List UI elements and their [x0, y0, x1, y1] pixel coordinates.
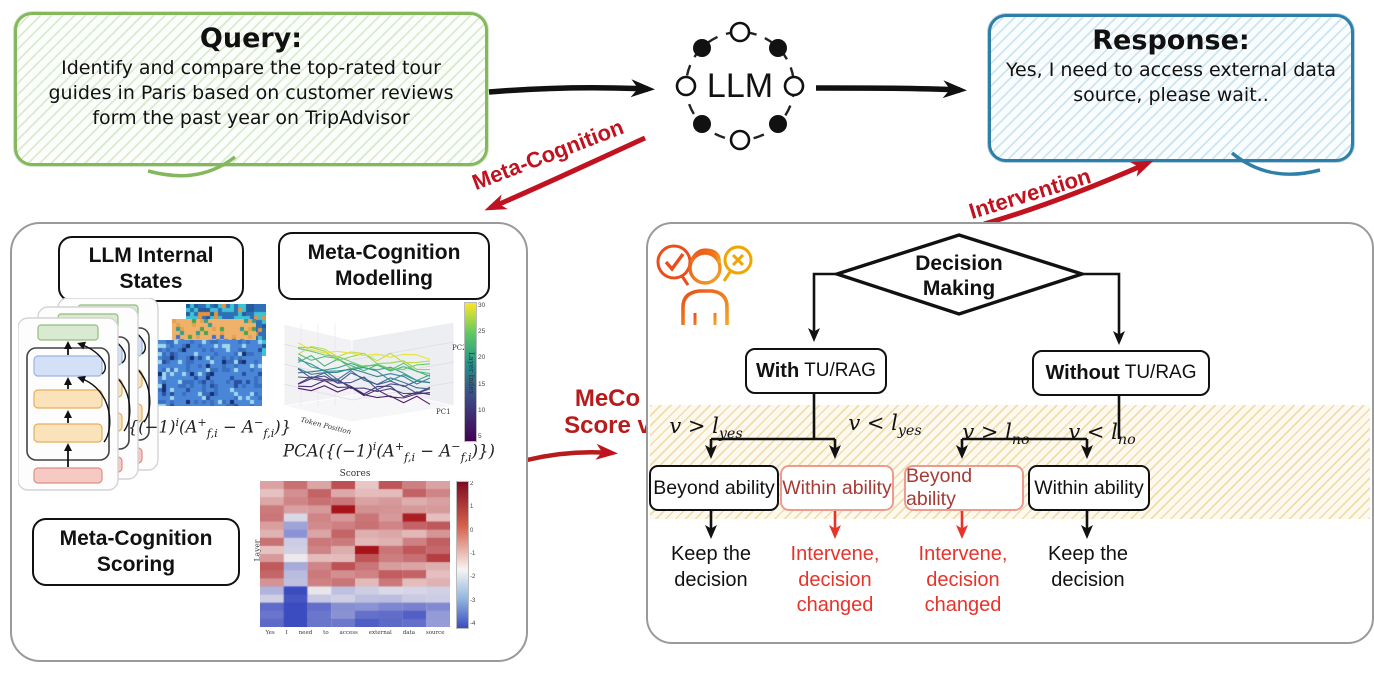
tick-label: 15: [478, 380, 486, 388]
condition-v-gt-lyes: v > lyes: [669, 414, 743, 443]
meta-cognition-scoring-box: Meta-Cognition Scoring: [32, 518, 240, 586]
condition-v-lt-lyes: v < lyes: [848, 411, 922, 440]
condition-v-lt-lno: v < lno: [1068, 420, 1136, 449]
tick-label: 5: [478, 432, 482, 440]
tick-label: access: [339, 630, 358, 636]
tick-label: 20: [478, 354, 486, 362]
states-formula: {(−1)i(A+f,i − A−f,i)}: [127, 416, 292, 440]
tick-label: -3: [470, 597, 476, 604]
keep-decision-text-1: Keep the decision: [670, 543, 752, 591]
x-icon: [731, 253, 745, 267]
tick-label: 10: [478, 406, 486, 414]
arrow-llm-to-response: [815, 80, 967, 99]
intervene-text-1: Intervene, decision changed: [790, 543, 880, 617]
layer-index-label: Layer Index: [467, 352, 475, 395]
tick-label: -2: [470, 574, 476, 581]
tick-label: 2: [470, 481, 474, 487]
tick-label: data: [402, 630, 415, 636]
layer-index-colorbar: [464, 302, 477, 442]
response-bubble: Response: Yes, I need to access external…: [988, 14, 1354, 162]
beyond-ability-box-2: Beyond ability: [904, 465, 1024, 511]
query-text: Identify and compare the top-rated tour …: [48, 57, 454, 130]
transformer-stack-icon: [18, 298, 168, 494]
tick-label: 30: [478, 302, 486, 309]
with-turag-box: With TU/RAG: [745, 348, 887, 394]
without-bold: Without: [1045, 361, 1120, 384]
decision-making-label: Decision Making: [915, 252, 1003, 301]
response-title: Response:: [1092, 25, 1250, 56]
tick-label: Yes: [265, 630, 275, 636]
within-ability-box-1: Within ability: [780, 465, 894, 511]
pca-formula: PCA({(−1)i(A+f,i − A−f,i)}): [283, 440, 495, 464]
pca-x2label: PC1: [436, 408, 451, 416]
llm-internal-states-box: LLM Internal States: [58, 236, 244, 302]
pca-zlabel: PC2: [452, 344, 467, 352]
arrow-query-to-llm: [488, 79, 655, 98]
tick-label: -1: [470, 550, 476, 557]
condition-v-gt-lno: v > lno: [962, 420, 1030, 449]
without-turag-box: Without TU/RAG: [1032, 350, 1210, 396]
intervene-text-2: Intervene, decision changed: [918, 543, 1008, 617]
without-rest: TU/RAG: [1124, 362, 1197, 383]
intervention-panel: Decision Making With TU/RAG Without TU/R…: [646, 222, 1374, 644]
attention-heatmap-stack: [158, 304, 270, 408]
tick-label: 1: [470, 504, 474, 511]
scores-ylabel: Layer: [252, 539, 262, 562]
pca-3d-plot: [283, 321, 455, 423]
scores-heatmap: [260, 481, 450, 627]
within-ability-box-2: Within ability: [1028, 465, 1150, 511]
tick-label: need: [298, 630, 313, 636]
check-icon: [664, 252, 685, 272]
keep-decision-text-2: Keep the decision: [1047, 543, 1129, 591]
beyond-ability-box-1: Beyond ability: [649, 465, 779, 511]
arrow-meco-score: [526, 443, 618, 463]
llm-label: LLM: [706, 66, 774, 105]
scores-colorbar: [456, 481, 469, 629]
human-feedback-icon: [656, 244, 753, 325]
tick-label: I: [285, 630, 288, 636]
tick-label: source: [425, 630, 445, 636]
meta-cognition-panel: LLM Internal States Meta-Cognition Model…: [10, 222, 528, 662]
tick-label: 25: [478, 328, 486, 336]
layer-colorbar-ticks: 30 25 20 15 10 5: [478, 302, 494, 440]
tick-label: 0: [470, 527, 474, 534]
query-title: Query:: [199, 23, 303, 54]
tick-label: -4: [470, 620, 476, 627]
llm-network-icon: [675, 21, 805, 151]
heatmap-front: [158, 340, 262, 406]
tick-label: external: [368, 630, 392, 636]
query-bubble: Query: Identify and compare the top-rate…: [14, 12, 488, 166]
meta-cognition-modelling-box: Meta-Cognition Modelling: [278, 232, 490, 300]
tick-label: to: [323, 630, 329, 636]
with-rest: TU/RAG: [804, 360, 876, 381]
scores-colorbar-ticks: 2 1 0 -1 -2 -3 -4: [470, 481, 486, 627]
response-text: Yes, I need to access external data sour…: [1005, 59, 1337, 107]
with-bold: With: [756, 359, 800, 382]
scores-title: Scores: [339, 469, 371, 479]
